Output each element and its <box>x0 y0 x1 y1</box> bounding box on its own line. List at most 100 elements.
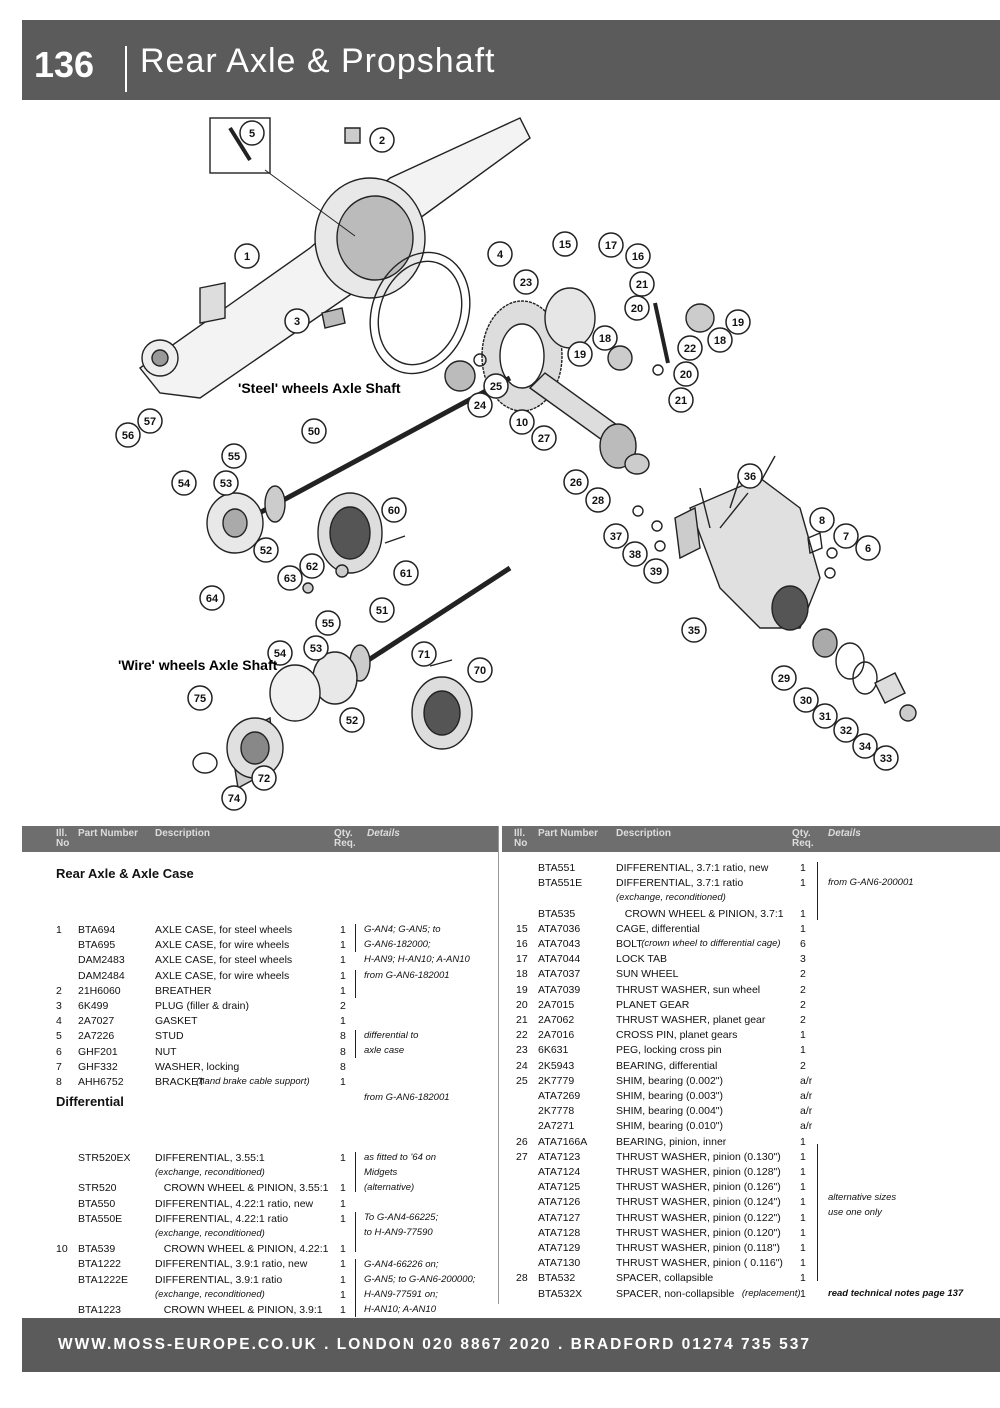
col-qty: Qty. Req. <box>334 828 356 849</box>
cell-desc: BREATHER <box>155 984 212 997</box>
cell-no: 6 <box>56 1045 62 1058</box>
detail-note: To G-AN4-66225; <box>364 1212 439 1223</box>
callout-number: 61 <box>400 568 412 580</box>
cell-no: 8 <box>56 1076 62 1088</box>
callout-number: 21 <box>636 279 648 291</box>
detail-note: read technical notes page 137 <box>828 1288 964 1299</box>
cell-no: 17 <box>516 953 528 966</box>
group-bracket <box>814 1144 818 1281</box>
callout-72 <box>251 765 277 791</box>
cell-desc: PLANET GEAR <box>616 998 690 1011</box>
cell-no: 25 <box>516 1074 528 1087</box>
callout-number: 1 <box>244 251 250 263</box>
cell-qty: 1 <box>340 1197 346 1210</box>
callout-number: 5 <box>249 128 255 140</box>
cell-part: ATA7039 <box>538 983 581 996</box>
detail-note: H-AN10; A-AN10 <box>364 1304 436 1315</box>
cell-part: 2A7027 <box>78 1015 115 1028</box>
cell-qty: 1 <box>800 1181 806 1194</box>
callout-number: 6 <box>865 543 871 555</box>
callout-number: 38 <box>629 549 641 561</box>
callout-number: 55 <box>322 618 334 630</box>
cell-desc: THRUST WASHER, pinion (0.130") <box>616 1150 781 1163</box>
callout-30 <box>793 687 819 713</box>
cell-desc: BOLT <box>616 938 643 950</box>
cell-desc: PLUG (filler & drain) <box>155 1000 249 1012</box>
cell-qty: 1 <box>800 1272 806 1285</box>
detail-note: G-AN5; to G-AN6-200000; <box>364 1274 476 1285</box>
callout-34 <box>852 733 878 759</box>
callout-7 <box>833 523 859 549</box>
callout-number: 56 <box>122 430 134 442</box>
cell-desc: WASHER, locking <box>155 1060 240 1073</box>
cell-part: ATA7129 <box>538 1242 581 1254</box>
callout-number: 30 <box>800 695 812 707</box>
cell-qty: 1 <box>340 969 346 982</box>
cell-desc: BEARING, pinion, inner <box>616 1135 727 1148</box>
cell-qty: 2 <box>800 998 806 1011</box>
callout-26 <box>563 469 589 495</box>
cell-qty: 1 <box>340 1212 346 1225</box>
callout-number: 7 <box>843 531 849 543</box>
cell-desc: SHIM, bearing (0.004") <box>616 1105 724 1118</box>
cell-qty: 1 <box>800 862 806 874</box>
callout-18a <box>592 325 618 351</box>
cell-desc: SUN WHEEL <box>616 968 679 981</box>
section-rear-axle: Rear Axle & Axle Case <box>56 866 194 881</box>
wire-wheels-label: 'Wire' wheels Axle Shaft <box>118 657 278 673</box>
cell-desc: THRUST WASHER, planet gear <box>616 1014 766 1026</box>
cell-qty: 2 <box>800 1014 806 1026</box>
exploded-diagram: 1234567810151617181819192020212122232425… <box>115 117 917 811</box>
col-part-number: Part Number <box>78 828 139 839</box>
page-number: 136 <box>34 44 95 85</box>
callout-10 <box>509 409 535 435</box>
cell-part: BTA532 <box>538 1272 576 1285</box>
callout-number: 18 <box>599 333 611 345</box>
callout-number: 28 <box>592 495 604 507</box>
cell-desc: CROSS PIN, planet gears <box>616 1029 738 1042</box>
cell-no: 20 <box>516 998 528 1011</box>
cell-desc: SHIM, bearing (0.002") <box>616 1074 724 1087</box>
steel-axle-shaft-drawing <box>248 375 512 521</box>
gasket-drawing <box>369 251 471 375</box>
detail-note: axle case <box>364 1045 405 1056</box>
cell-part: ATA7128 <box>538 1226 581 1239</box>
col-ill-no: Ill. No <box>56 828 70 849</box>
cell-part: 2K7778 <box>538 1105 575 1118</box>
cell-no: 21 <box>516 1014 528 1026</box>
cell-qty: 1 <box>800 1226 806 1239</box>
callout-15 <box>552 231 578 257</box>
cell-note: (exchange, reconditioned) <box>155 1167 265 1179</box>
callout-64 <box>199 585 225 611</box>
cell-note: (exchange, reconditioned) <box>155 1288 265 1300</box>
callout-number: 54 <box>178 478 191 490</box>
callout-number: 17 <box>605 240 617 252</box>
callout-19b <box>725 309 751 335</box>
callout-number: 51 <box>376 605 388 617</box>
cell-part: 2A7016 <box>538 1029 575 1042</box>
callout-number: 50 <box>308 426 320 438</box>
cell-qty: 1 <box>340 1258 346 1271</box>
callout-52b <box>339 707 365 733</box>
cell-part: 2A7271 <box>538 1120 575 1133</box>
cell-no: 23 <box>516 1044 528 1057</box>
callout-3 <box>284 308 310 334</box>
cell-no: 19 <box>516 983 528 996</box>
cell-qty: 1 <box>800 1196 806 1209</box>
group-bracket <box>352 924 356 952</box>
callout-63 <box>277 565 303 591</box>
callout-75 <box>187 685 213 711</box>
cell-part: ATA7124 <box>538 1166 581 1178</box>
cell-desc: CROWN WHEEL & PINION, 3.7:1 <box>616 907 784 920</box>
cell-desc: THRUST WASHER, pinion ( 0.116") <box>616 1257 783 1270</box>
callout-28 <box>585 487 611 513</box>
cell-desc: THRUST WASHER, pinion (0.118") <box>616 1242 780 1254</box>
col-details: Details <box>828 828 861 839</box>
callout-number: 75 <box>194 693 206 705</box>
cell-part: BTA694 <box>78 924 116 936</box>
col-ill-no: Ill. No <box>514 828 528 849</box>
callout-20b <box>673 361 699 387</box>
cell-qty: 2 <box>800 968 806 981</box>
callout-21b <box>668 387 694 413</box>
